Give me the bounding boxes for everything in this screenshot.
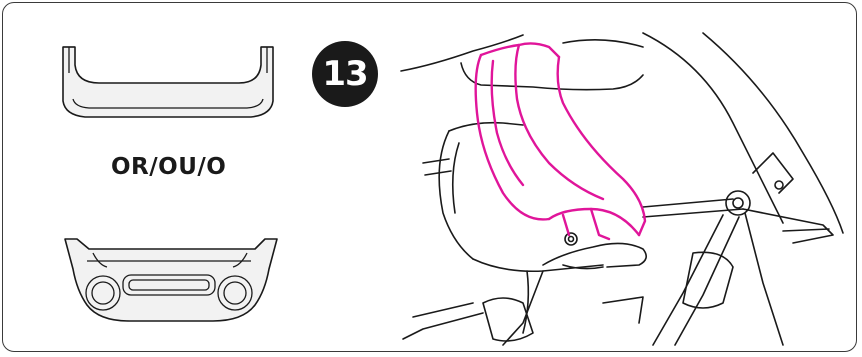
stroller-bumper-attach-illustration (3, 3, 857, 352)
instruction-panel: OR/OU/O 13 (2, 2, 857, 352)
